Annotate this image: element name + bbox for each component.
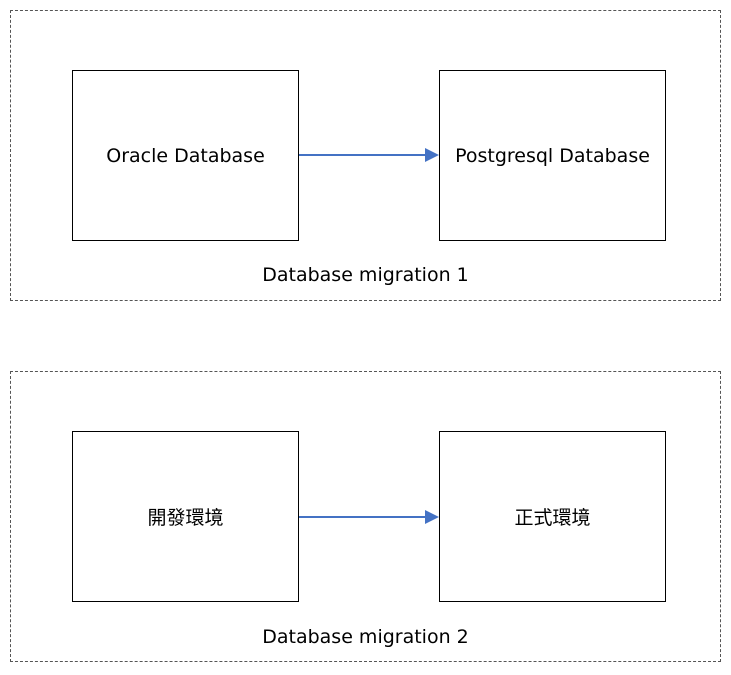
target-node-1-label: Postgresql Database: [455, 144, 650, 167]
source-node-1: Oracle Database: [72, 70, 299, 241]
source-node-2: 開發環境: [72, 431, 299, 602]
migration-caption-1: Database migration 1: [10, 264, 721, 286]
target-node-2: 正式環境: [439, 431, 666, 602]
migration-arrow-2: [299, 510, 439, 524]
migration-arrow-1: [299, 148, 439, 162]
migration-caption-2-text: Database migration 2: [262, 626, 469, 648]
migration-caption-1-text: Database migration 1: [262, 264, 469, 286]
migration-group-1: [10, 10, 721, 301]
migration-caption-2: Database migration 2: [10, 626, 721, 648]
migration-group-2: [10, 371, 721, 662]
target-node-2-label: 正式環境: [514, 507, 591, 529]
source-node-1-label: Oracle Database: [106, 144, 265, 167]
source-node-2-label: 開發環境: [147, 507, 224, 529]
target-node-1: Postgresql Database: [439, 70, 666, 241]
